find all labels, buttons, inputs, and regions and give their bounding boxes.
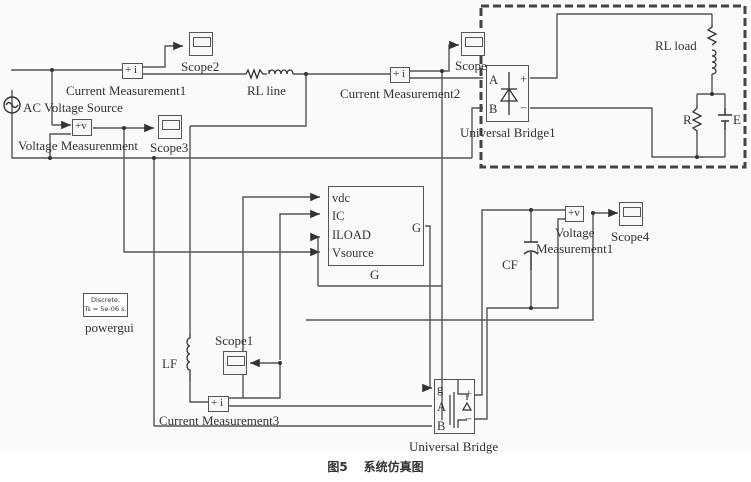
scope-screen-icon	[465, 37, 483, 47]
current-measurement1-block[interactable]: + i	[122, 63, 143, 79]
current-measurement3-label: Current Measurement3	[159, 413, 280, 428]
cf-label: CF	[502, 257, 518, 272]
rl-load-label: RL load	[655, 38, 697, 53]
scope4-block[interactable]	[619, 202, 643, 226]
scope1-label: Scope1	[215, 333, 254, 348]
caption-text: 系统仿真图	[363, 460, 424, 474]
rl-line-label: RL line	[247, 83, 286, 98]
powergui-label: powergui	[85, 320, 134, 335]
scope-screen-icon	[227, 356, 245, 366]
current-measurement2-block[interactable]: + i	[390, 67, 410, 83]
universal-bridge-block[interactable]: g A B + −	[434, 379, 475, 434]
scope2-block[interactable]	[189, 32, 213, 56]
voltage-measurement1-label-2: Measurement1	[536, 241, 614, 256]
scope3-label: Scope3	[150, 140, 189, 155]
current-measurement2-label: Current Measurement2	[340, 86, 461, 101]
scope-label: Scope	[455, 58, 487, 73]
scope1-block[interactable]	[223, 351, 247, 375]
controller-subsystem-block[interactable]: vdc IC ILOAD Vsource G	[328, 186, 424, 266]
scope-screen-icon	[162, 120, 180, 130]
scope3-block[interactable]	[158, 115, 182, 139]
caption-number: 图5	[327, 460, 348, 474]
current-measurement3-block[interactable]: + i	[208, 396, 229, 412]
inductor-icon	[186, 333, 191, 382]
current-measurement1-label: Current Measurement1	[66, 83, 187, 98]
scope-screen-icon	[193, 37, 211, 47]
scope-screen-icon	[623, 207, 641, 217]
resistor-icon	[691, 105, 703, 135]
igbt-icon	[449, 380, 473, 428]
lf-label: LF	[162, 356, 178, 371]
powergui-block[interactable]: Discrete, Ts = 5e-06 s.	[83, 293, 128, 317]
rl-line-icon	[240, 68, 298, 80]
universal-bridge-label: Universal Bridge	[409, 439, 499, 454]
universal-bridge1-label: Universal Bridge1	[460, 125, 556, 140]
battery-icon	[718, 108, 732, 130]
universal-bridge1-block[interactable]: A B + −	[486, 65, 529, 122]
ac-source-label: AC Voltage Source	[23, 100, 123, 115]
load-subsystem-boundary	[479, 4, 747, 169]
wiring	[3, 4, 747, 428]
voltage-measurement-block[interactable]: +v	[72, 119, 92, 136]
wire-ac-top	[11, 69, 123, 71]
scope2-label: Scope2	[181, 59, 220, 74]
rl-load-icon	[706, 24, 718, 75]
ac-source-icon	[3, 96, 21, 114]
battery-label: E	[733, 112, 741, 127]
capacitor-icon	[523, 241, 539, 270]
voltage-measurement1-label-1: Voltage	[555, 225, 595, 240]
scope-block[interactable]	[461, 32, 485, 56]
simulink-diagram: + i + i + i +v +v A B + − g A B + − vdc …	[3, 4, 747, 454]
voltage-measurement-label: Voltage Measurenment	[18, 138, 138, 153]
scope4-label: Scope4	[611, 229, 650, 244]
controller-label: G	[370, 267, 380, 282]
diode-icon	[499, 72, 519, 115]
voltage-measurement1-block[interactable]: +v	[565, 206, 584, 222]
figure-caption: 图5 系统仿真图	[0, 458, 751, 475]
resistor-label: R	[683, 112, 692, 127]
